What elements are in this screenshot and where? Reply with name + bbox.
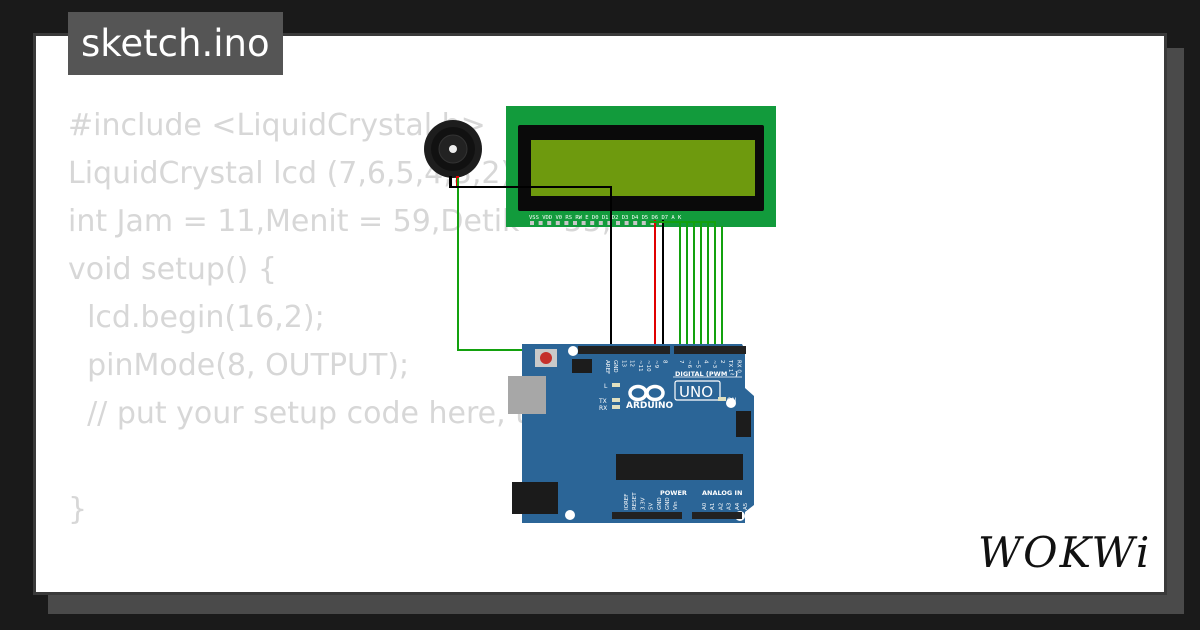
led-tx-label: TX <box>598 398 607 405</box>
analog-label: ANALOG IN <box>702 489 742 497</box>
led-rx-label: RX <box>599 405 607 412</box>
pin-label: 4 <box>703 360 709 364</box>
buzzer[interactable] <box>424 120 482 186</box>
pin-label: ~6 <box>686 360 692 369</box>
pin-label: GND <box>665 497 671 510</box>
code-line: void setup() { <box>68 252 277 287</box>
pin-label: GND <box>657 497 663 510</box>
sketch-title: sketch.ino <box>68 12 283 75</box>
atmega-chip <box>616 454 743 480</box>
arduino-logo <box>628 384 665 402</box>
pin-label: 5V <box>649 503 655 510</box>
pin-label: GND <box>612 360 618 373</box>
lcd-module[interactable]: VSS VDD V0 RS RW E D0 D1 D2 D3 D4 D5 D6 … <box>506 106 776 227</box>
pin-label: A1 <box>710 503 716 510</box>
power-header <box>612 512 682 519</box>
model-label: UNO <box>679 383 713 401</box>
pin-label: ~3 <box>711 360 717 369</box>
lcd-pin-labels: VSS VDD V0 RS RW E D0 D1 D2 D3 D4 D5 D6 … <box>529 215 682 221</box>
pin-label: ~10 <box>645 360 651 372</box>
pin-label: 3.3V <box>640 497 646 510</box>
pin-label: A3 <box>727 502 733 510</box>
reset-button[interactable] <box>540 352 552 364</box>
pin-label: 13 <box>620 360 626 367</box>
code-line: LiquidCrystal lcd (7,6,5,4,3,2); <box>68 156 523 191</box>
usb-port <box>508 376 546 414</box>
power-label: POWER <box>660 489 687 497</box>
pin-label: 12 <box>629 360 635 367</box>
pin-label: RX 0 <box>735 360 741 373</box>
pin-label: Vin <box>673 501 679 510</box>
code-line: } <box>68 492 88 527</box>
pin-label: A0 <box>702 502 708 510</box>
pin-label: A5 <box>743 502 749 510</box>
pin-label: IOREF <box>624 494 630 510</box>
wire-buzzer-gnd <box>449 178 612 350</box>
pin-label: A2 <box>718 503 724 510</box>
pin-label: A4 <box>735 502 741 510</box>
pin-label: RESET <box>632 492 638 510</box>
pin-label: ~11 <box>637 360 643 372</box>
pin-label: 8 <box>661 360 667 364</box>
pin-label: ~5 <box>694 360 700 369</box>
led-on-label: ON <box>727 397 736 404</box>
pin-label: 2 <box>719 360 725 364</box>
icsp-header <box>736 411 751 437</box>
code-line: lcd.begin(16,2); <box>87 300 325 335</box>
analog-header <box>692 512 742 519</box>
arduino-brand: ARDUINO <box>626 401 674 411</box>
header-left <box>578 346 670 354</box>
digital-label: DIGITAL (PWM ~) <box>675 370 738 378</box>
code-line: void loop() { <box>68 588 257 592</box>
pin-label: ~9 <box>653 360 659 369</box>
led-l-label: L <box>604 383 608 390</box>
pin-label: TX 1 <box>727 359 733 372</box>
code-line: pinMode(8, OUTPUT); <box>87 348 410 383</box>
power-jack <box>512 482 558 514</box>
wokwi-logo: WOKWi <box>978 528 1152 577</box>
pin-label: AREF <box>604 360 610 374</box>
pin-label: 7 <box>678 360 684 364</box>
code-line: // put your setup code here, t <box>87 396 527 431</box>
header-right <box>674 346 746 354</box>
code-preview: #include <LiquidCrystal.h> LiquidCrystal… <box>68 102 612 592</box>
